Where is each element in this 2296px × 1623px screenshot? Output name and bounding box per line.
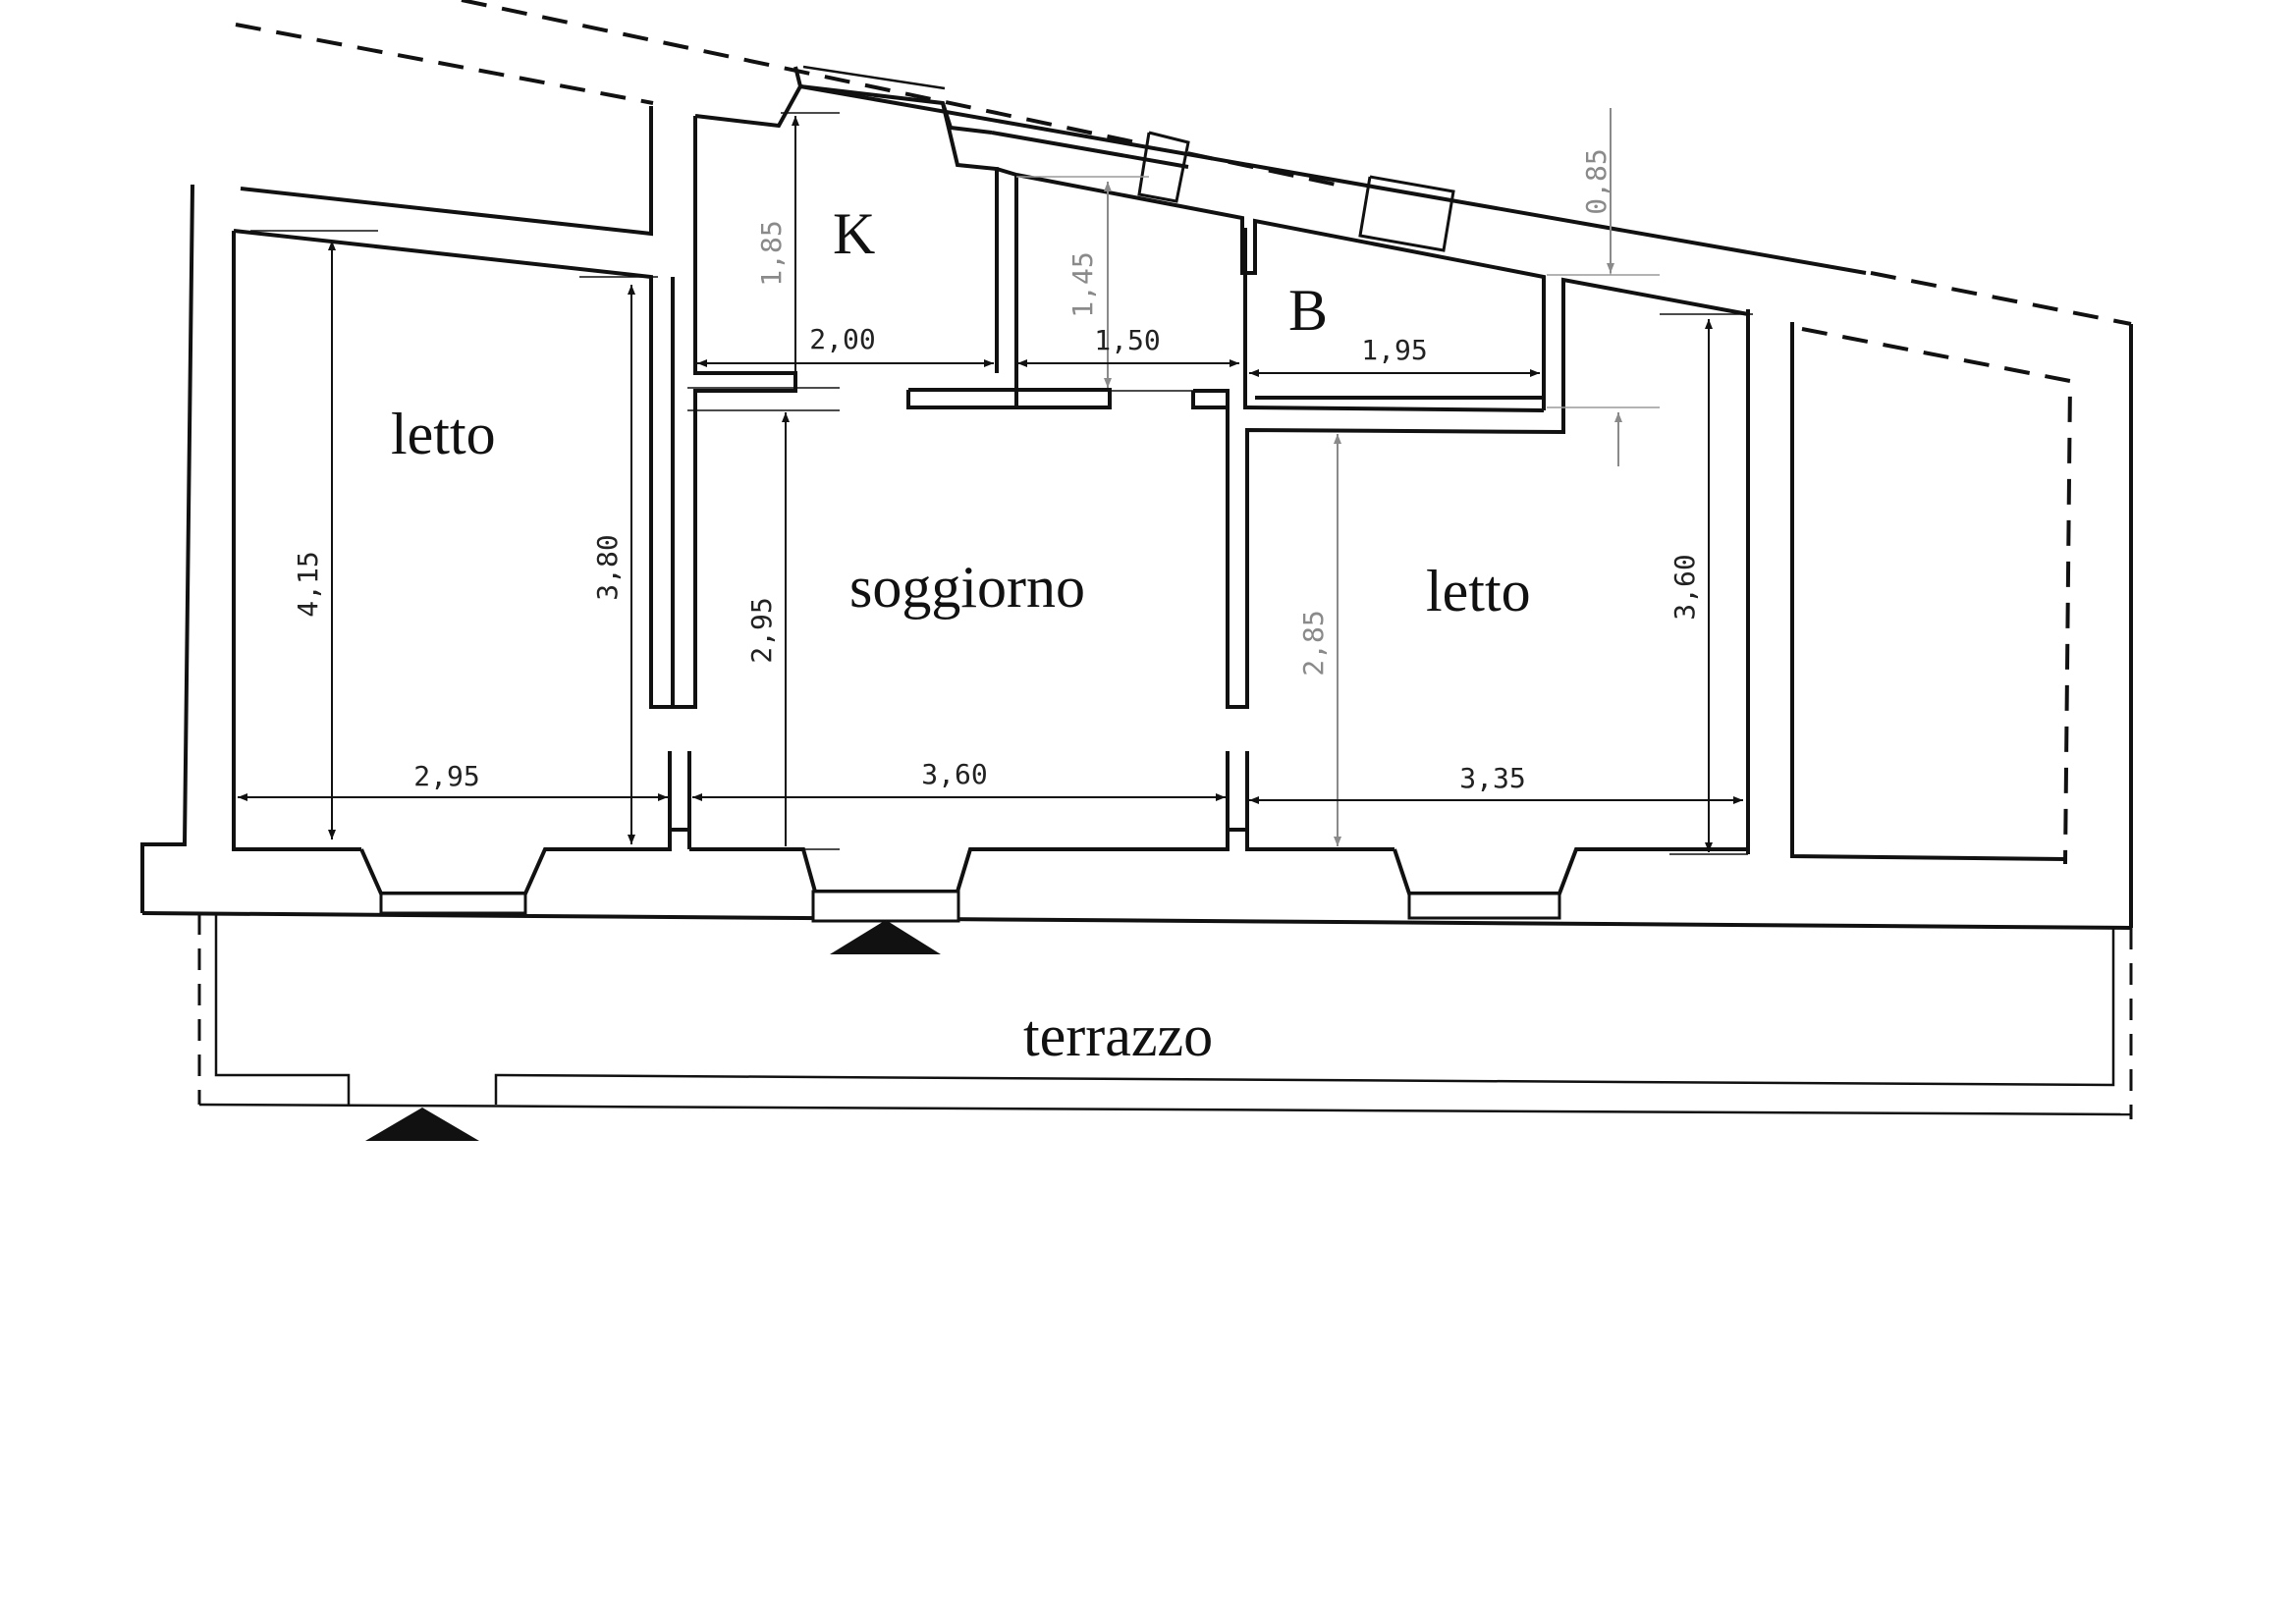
room-label-kitchen: K	[833, 201, 875, 266]
dim-kitchen-width: 2,00	[809, 323, 875, 355]
dim-corridor-height: 1,45	[1066, 251, 1099, 317]
room-label-bathroom: B	[1288, 278, 1328, 343]
dimension-lines	[238, 108, 1753, 855]
dim-bedroom-right-height-outer: 3,60	[1668, 554, 1701, 620]
dim-living-width: 3,60	[921, 758, 987, 790]
entrance-marker-2	[365, 1108, 479, 1141]
dim-living-height: 2,95	[745, 597, 778, 663]
room-label-terrace: terrazzo	[1023, 1003, 1213, 1068]
dim-bedroom-right-width: 3,35	[1459, 762, 1525, 794]
dim-bathroom-depth: 0,85	[1580, 148, 1613, 214]
entrance-marker-1	[830, 920, 941, 954]
dim-bathroom-width: 1,95	[1361, 334, 1427, 366]
walls	[140, 65, 2133, 1116]
dim-bedroom-right-height-inner: 2,85	[1297, 610, 1330, 676]
dim-bedroom-left-width: 2,95	[413, 760, 479, 792]
dim-bedroom-left-height-outer: 4,15	[292, 551, 324, 617]
room-label-living: soggiorno	[849, 555, 1085, 620]
dim-corridor-width: 1,50	[1094, 324, 1160, 356]
dim-bedroom-left-height-inner: 3,80	[591, 534, 624, 600]
room-label-bedroom-right: letto	[1426, 559, 1531, 623]
room-label-bedroom-left: letto	[391, 402, 496, 466]
dim-kitchen-height: 1,85	[755, 220, 788, 286]
